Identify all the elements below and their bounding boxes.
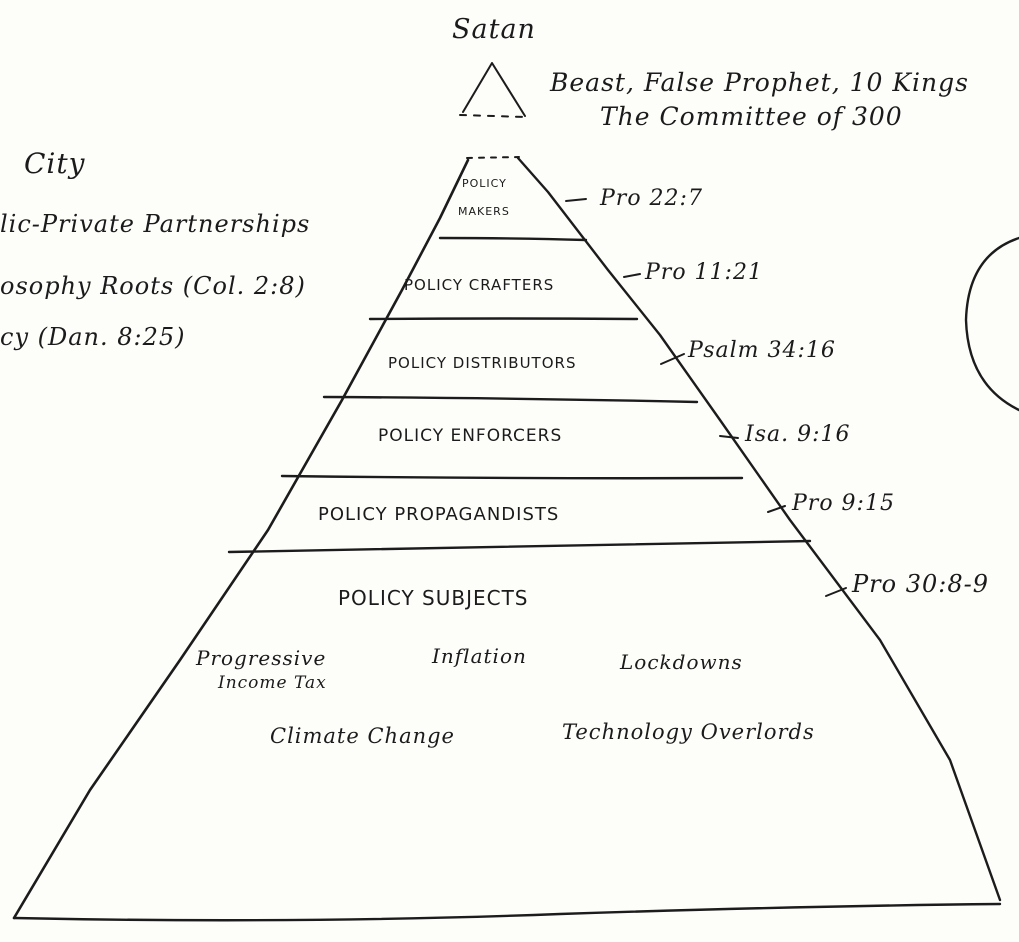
committee-label: The Committee of 300	[600, 102, 903, 131]
tier-divider-4	[280, 474, 744, 480]
left-note-philosophy: osophy Roots (Col. 2:8)	[0, 272, 306, 300]
ref-dash-3	[660, 353, 685, 365]
tier-crafters-label: POLICY CRAFTERS	[404, 276, 555, 294]
tier-propagandists-label: POLICY PROPAGANDISTS	[318, 504, 560, 525]
ref-subjects: Pro 30:8-9	[852, 570, 989, 598]
ref-makers: Pro 22:7	[600, 186, 703, 211]
ref-dash-4	[719, 435, 739, 439]
ref-enforcers: Isa. 9:16	[745, 422, 851, 447]
tier-divider-3	[322, 395, 699, 404]
tier-enforcers-label: POLICY ENFORCERS	[378, 426, 563, 446]
subject-climate-change: Climate Change	[270, 724, 455, 748]
ref-propagandists: Pro 9:15	[792, 491, 895, 516]
beast-label: Beast, False Prophet, 10 Kings	[550, 68, 969, 97]
partial-circle	[964, 236, 1019, 412]
ref-dash-1	[565, 198, 587, 202]
ref-distributors: Psalm 34:16	[688, 338, 836, 363]
satan-label: Satan	[452, 14, 536, 45]
subject-inflation: Inflation	[432, 644, 527, 668]
tier-makers-line2: MAKERS	[458, 205, 510, 218]
subject-progressive: Progressive	[196, 646, 327, 670]
left-note-daniel: cy (Dan. 8:25)	[0, 323, 186, 351]
left-note-city: City	[24, 147, 86, 180]
subject-lockdowns: Lockdowns	[620, 650, 743, 674]
ref-dash-5	[767, 505, 786, 513]
subject-technology-overlords: Technology Overlords	[562, 720, 815, 744]
subject-income-tax: Income Tax	[218, 673, 327, 693]
capstone-triangle	[462, 62, 526, 117]
apex-dashed-top	[466, 156, 520, 159]
tier-subjects-label: POLICY SUBJECTS	[338, 586, 529, 610]
left-note-partnerships: lic-Private Partnerships	[0, 210, 311, 238]
pyramid-base	[12, 902, 1002, 922]
tier-distributors-label: POLICY DISTRIBUTORS	[388, 354, 577, 372]
tier-divider-1	[438, 236, 588, 242]
pyramid-right-side	[516, 156, 1002, 902]
ref-crafters: Pro 11:21	[645, 260, 763, 285]
tier-divider-2	[368, 317, 639, 321]
capstone-dashed-base	[459, 114, 527, 118]
pyramid-left-side	[12, 158, 470, 920]
ref-dash-2	[623, 273, 641, 278]
tier-divider-5	[227, 539, 812, 554]
ref-dash-6	[825, 587, 847, 597]
tier-makers-line1: POLICY	[462, 177, 507, 190]
